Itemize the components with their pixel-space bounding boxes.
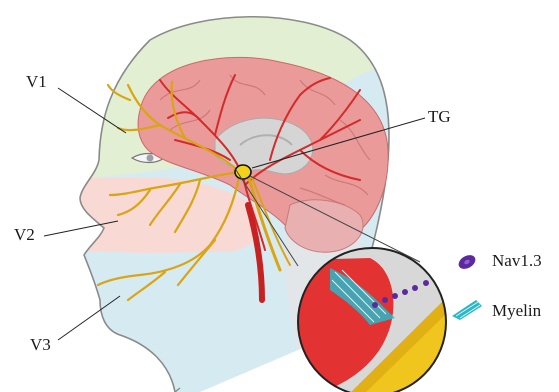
svg-text:V2: V2 bbox=[14, 225, 35, 244]
legend-item-nav13: Nav1.3 bbox=[456, 251, 541, 272]
svg-text:Nav1.3: Nav1.3 bbox=[492, 251, 542, 270]
svg-text:TG: TG bbox=[428, 107, 451, 126]
legend-item-myelin: Myelin bbox=[452, 300, 542, 320]
myelin-icon bbox=[452, 300, 482, 320]
ganglion-zoom-inset bbox=[298, 248, 448, 392]
svg-text:V1: V1 bbox=[26, 72, 47, 91]
nav1.3-channel-icon bbox=[456, 252, 478, 271]
svg-text:V3: V3 bbox=[30, 335, 51, 354]
svg-text:Myelin: Myelin bbox=[492, 301, 542, 320]
legend: Nav1.3 Myelin bbox=[452, 251, 542, 320]
